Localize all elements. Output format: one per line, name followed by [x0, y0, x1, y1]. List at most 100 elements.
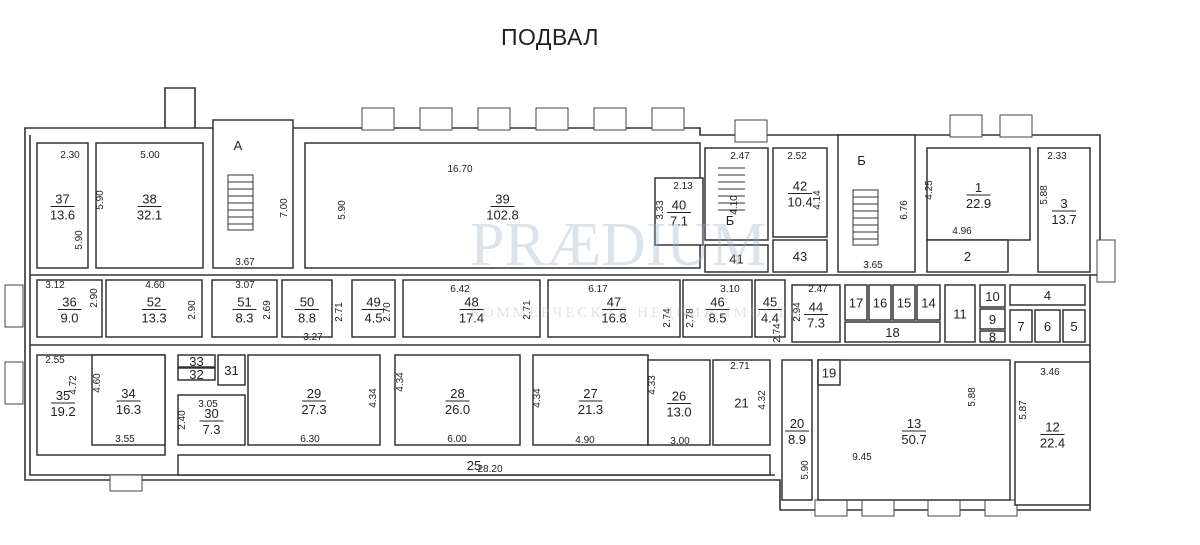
- room-outline-32[interactable]: [177, 367, 216, 381]
- room-outline-8[interactable]: [979, 330, 1006, 343]
- room-outline-12[interactable]: [1014, 361, 1091, 506]
- room-outline-43[interactable]: [772, 239, 828, 273]
- room-outline-44[interactable]: [791, 284, 841, 343]
- room-outline-7[interactable]: [1009, 309, 1033, 343]
- room-41[interactable]: 41: [729, 252, 743, 267]
- room-outline-6[interactable]: [1034, 309, 1061, 343]
- room-outline-20[interactable]: [781, 359, 813, 501]
- room-outline-18[interactable]: [844, 321, 941, 343]
- room-outline-13[interactable]: [817, 359, 1011, 501]
- room-20[interactable]: 208.9: [785, 416, 809, 447]
- room-17[interactable]: 17: [849, 296, 863, 311]
- window: [419, 107, 453, 131]
- room-outline-15[interactable]: [892, 284, 916, 321]
- room-14[interactable]: 14: [921, 296, 935, 311]
- room-outline-11[interactable]: [944, 284, 976, 343]
- room-outline-37[interactable]: [36, 142, 89, 269]
- room-outline-50[interactable]: [281, 279, 333, 338]
- room-outline-25[interactable]: [177, 454, 771, 476]
- room-2[interactable]: 2: [964, 249, 971, 264]
- room-outline-2[interactable]: [926, 239, 1009, 273]
- room-number: 45: [763, 295, 777, 310]
- room-outline-49[interactable]: [351, 279, 396, 338]
- room-7[interactable]: 7: [1017, 319, 1024, 334]
- room-outline-3[interactable]: [1037, 147, 1091, 273]
- room-40[interactable]: 407.1: [667, 198, 691, 229]
- room-outline-47[interactable]: [547, 279, 681, 338]
- room-19[interactable]: 19: [822, 366, 836, 381]
- room-outline-19[interactable]: [817, 359, 841, 386]
- room-10[interactable]: 10: [985, 289, 999, 304]
- room-3[interactable]: 313.7: [1051, 196, 1076, 227]
- room-1[interactable]: 122.9: [966, 180, 991, 211]
- room-outline-28[interactable]: [394, 354, 521, 446]
- room-outline-36[interactable]: [36, 279, 103, 338]
- room-outline-40[interactable]: [654, 177, 704, 246]
- room-4[interactable]: 4: [1044, 288, 1051, 303]
- room-outline-52[interactable]: [105, 279, 203, 338]
- room-outline-26[interactable]: [647, 359, 711, 446]
- room-21[interactable]: 21: [734, 396, 748, 411]
- room-outline-46[interactable]: [682, 279, 753, 338]
- room-9[interactable]: 9: [989, 312, 996, 327]
- room-outline-27[interactable]: [532, 354, 649, 446]
- room-45[interactable]: 454.4: [758, 295, 782, 326]
- room-outline-31[interactable]: [217, 354, 246, 386]
- room-50[interactable]: 508.8: [295, 295, 319, 326]
- room-6[interactable]: 6: [1044, 319, 1051, 334]
- room-outline-45[interactable]: [754, 279, 786, 338]
- room-outline-21[interactable]: [712, 359, 771, 446]
- room-33[interactable]: 33: [189, 354, 203, 369]
- room-15[interactable]: 15: [897, 296, 911, 311]
- room-25[interactable]: 25: [467, 458, 481, 473]
- room-outline-39[interactable]: [304, 142, 701, 269]
- room-outline-9[interactable]: [979, 308, 1006, 330]
- room-43[interactable]: 43: [793, 249, 807, 264]
- room-5[interactable]: 5: [1070, 319, 1077, 334]
- room-outline-48[interactable]: [402, 279, 541, 338]
- room-outline-14[interactable]: [916, 284, 941, 321]
- room-outline-33[interactable]: [177, 354, 216, 368]
- room-16[interactable]: 16: [873, 296, 887, 311]
- room-outline-42[interactable]: [772, 147, 828, 238]
- room-49[interactable]: 494.5: [361, 295, 386, 326]
- room-31[interactable]: 31: [224, 363, 238, 378]
- room-8[interactable]: 8: [989, 330, 996, 345]
- room-44[interactable]: 447.3: [804, 300, 828, 331]
- room-11[interactable]: 11: [953, 307, 967, 322]
- room-outline-30[interactable]: [177, 394, 246, 446]
- room-outline-17[interactable]: [844, 284, 868, 321]
- room-36[interactable]: 369.0: [57, 295, 82, 326]
- room-number: 11: [953, 307, 967, 322]
- room-32[interactable]: 32: [189, 367, 203, 382]
- room-outline-16[interactable]: [868, 284, 892, 321]
- room-outline-41[interactable]: [704, 244, 769, 273]
- room-outline-1[interactable]: [926, 147, 1031, 241]
- room-outline-29[interactable]: [247, 354, 381, 446]
- room-30[interactable]: 307.3: [199, 406, 224, 437]
- room-51[interactable]: 518.3: [232, 295, 257, 326]
- room-outline-4[interactable]: [1009, 284, 1086, 306]
- room-18[interactable]: 18: [885, 325, 899, 340]
- room-outline-51[interactable]: [211, 279, 278, 338]
- room-46[interactable]: 468.5: [705, 295, 730, 326]
- room-outline-34[interactable]: [91, 354, 166, 446]
- room-outline-5[interactable]: [1062, 309, 1086, 343]
- room-outline-38[interactable]: [95, 142, 204, 269]
- room-outline-10[interactable]: [979, 284, 1006, 308]
